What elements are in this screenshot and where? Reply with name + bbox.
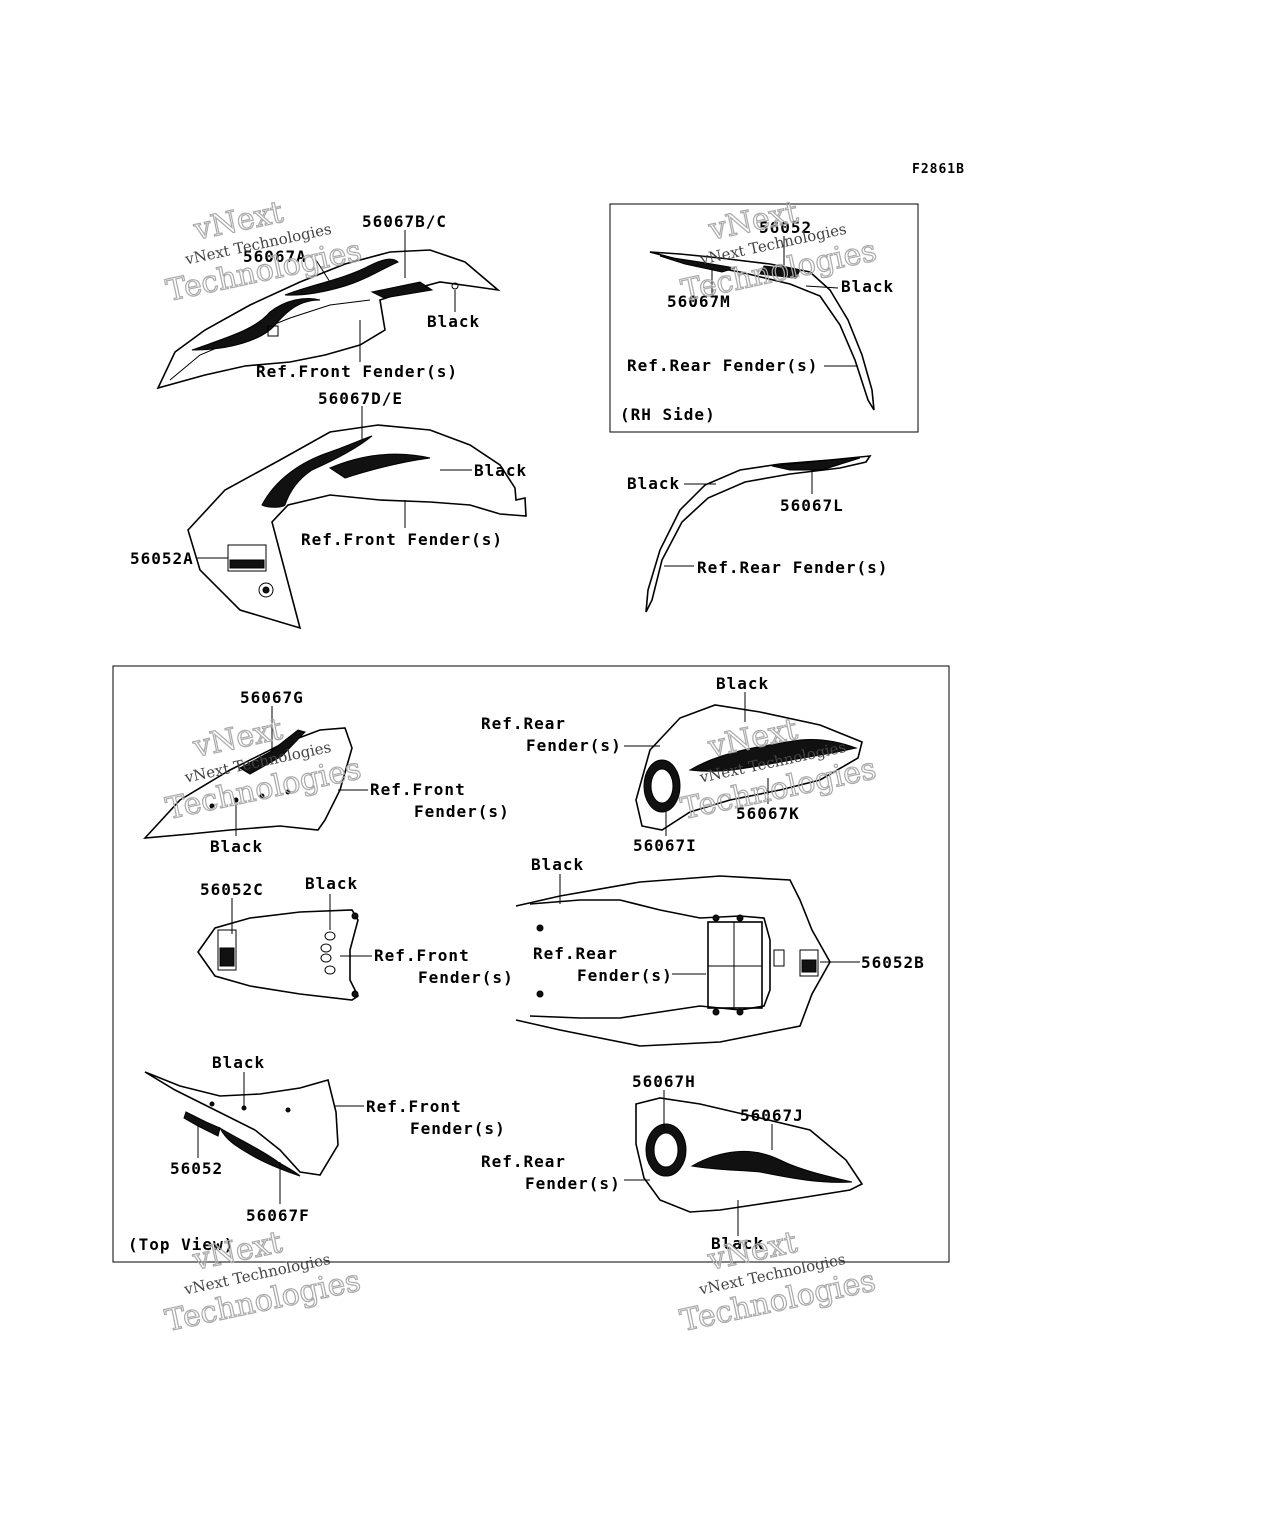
label-top-view: (Top View) (128, 1235, 234, 1254)
leaders-rh-side (711, 236, 858, 367)
label-56067F: 56067F (246, 1206, 310, 1225)
label-56067BC: 56067B/C (362, 212, 447, 231)
label-56052-topview: 56052 (170, 1159, 223, 1178)
label-56067K: 56067K (736, 804, 800, 823)
label-black-4: Black (627, 474, 680, 493)
label-rh-side: (RH Side) (620, 405, 716, 424)
label-56067G: 56067G (240, 688, 304, 707)
label-black-1: Black (427, 312, 480, 331)
leaders-nose (231, 894, 372, 957)
label-ref-front-2: Ref.Front Fender(s) (301, 530, 503, 549)
label-ref-rear-4a: Ref.Rear (533, 944, 618, 963)
label-ref-rear-1: Ref.Rear Fender(s) (627, 356, 818, 375)
label-black-3: Black (841, 277, 894, 296)
front-fender-upper-drawing (156, 249, 501, 390)
label-ref-rear-5a: Ref.Rear (481, 1152, 566, 1171)
label-black-10: Black (711, 1234, 764, 1253)
label-black-8: Black (531, 855, 584, 874)
label-ref-front-1: Ref.Front Fender(s) (256, 362, 458, 381)
rear-fender-topview-1-drawing (635, 704, 863, 831)
label-56052A: 56052A (130, 549, 194, 568)
leaders-topview-4 (624, 1090, 773, 1236)
label-ref-rear-3b: Fender(s) (526, 736, 622, 755)
label-56067M: 56067M (667, 292, 731, 311)
label-56067H: 56067H (632, 1072, 696, 1091)
rh-side-box (609, 203, 919, 433)
label-ref-rear-3a: Ref.Rear (481, 714, 566, 733)
leaders-topview-2 (624, 692, 769, 836)
rear-fender-lh-drawing (645, 455, 872, 613)
figure-code: F2861B (912, 162, 965, 177)
label-56052C: 56052C (200, 880, 264, 899)
label-ref-front-3b: Fender(s) (414, 802, 510, 821)
front-fender-nose-drawing (197, 909, 360, 1001)
label-ref-rear-4b: Fender(s) (577, 966, 673, 985)
label-ref-front-4b: Fender(s) (418, 968, 514, 987)
label-black-7: Black (305, 874, 358, 893)
label-ref-front-3a: Ref.Front (370, 780, 466, 799)
label-ref-rear-5b: Fender(s) (525, 1174, 621, 1193)
watermark-1: vNext vNext Technologies Technologies (163, 194, 366, 309)
label-56067I: 56067I (633, 836, 697, 855)
front-fender-lower-drawing (187, 424, 527, 630)
rear-fender-rh-drawing (649, 251, 875, 411)
label-ref-front-4a: Ref.Front (374, 946, 470, 965)
top-view-box (112, 665, 950, 1263)
leaders-topview-3 (197, 1072, 364, 1204)
label-56052B: 56052B (861, 953, 925, 972)
label-56067J: 56067J (740, 1106, 804, 1125)
label-black-9: Black (212, 1053, 265, 1072)
label-black-2: Black (474, 461, 527, 480)
label-ref-front-5b: Fender(s) (410, 1119, 506, 1138)
leaders-rear-lh (664, 470, 813, 567)
leaders-topview-1 (235, 706, 368, 836)
label-black-6: Black (716, 674, 769, 693)
leaders-mid-left (196, 406, 472, 559)
label-ref-rear-2: Ref.Rear Fender(s) (697, 558, 888, 577)
watermark-6: vNext vNext Technologies Technologies (676, 1224, 879, 1339)
label-56067A: 56067A (243, 247, 307, 266)
label-ref-front-5a: Ref.Front (366, 1097, 462, 1116)
label-black-5: Black (210, 837, 263, 856)
leaders-top-left (315, 230, 456, 362)
watermark-5: vNext vNext Technologies Technologies (161, 1224, 364, 1339)
watermark-4: vNext vNext Technologies Technologies (677, 711, 880, 827)
label-56067DE: 56067D/E (318, 389, 403, 408)
leaders-cowl (559, 874, 860, 975)
rear-fender-topview-2-drawing (635, 1097, 864, 1213)
label-56052: 56052 (759, 218, 812, 237)
watermark-3: vNext vNext Technologies Technologies (162, 711, 365, 827)
label-56067L: 56067L (780, 496, 844, 515)
